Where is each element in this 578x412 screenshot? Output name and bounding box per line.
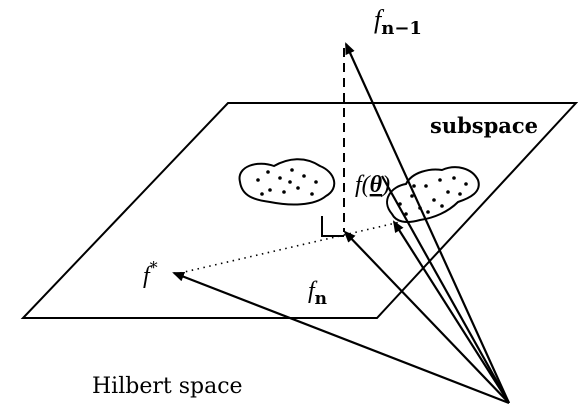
right-angle-marker xyxy=(321,216,344,237)
arrow-f-n-minus-1 xyxy=(344,42,511,404)
arrow-f-n xyxy=(343,230,510,404)
label-f-theta: f(θ) xyxy=(355,172,390,198)
dotted-line xyxy=(179,221,401,274)
feasible-region-blob-left xyxy=(238,158,336,206)
label-f-n-minus-1: fn−1 xyxy=(374,5,422,39)
label-f-star: f* xyxy=(143,258,158,289)
arrow-f-theta xyxy=(392,220,510,404)
label-hilbert-space: Hilbert space xyxy=(92,374,243,399)
feasible-region-blob-right xyxy=(386,166,480,223)
label-subspace: subspace xyxy=(430,113,538,138)
arrow-f-star xyxy=(172,271,510,405)
label-f-n: fn xyxy=(308,278,327,309)
ray-to-f-theta-point xyxy=(381,175,510,404)
subspace-plane xyxy=(20,102,578,319)
